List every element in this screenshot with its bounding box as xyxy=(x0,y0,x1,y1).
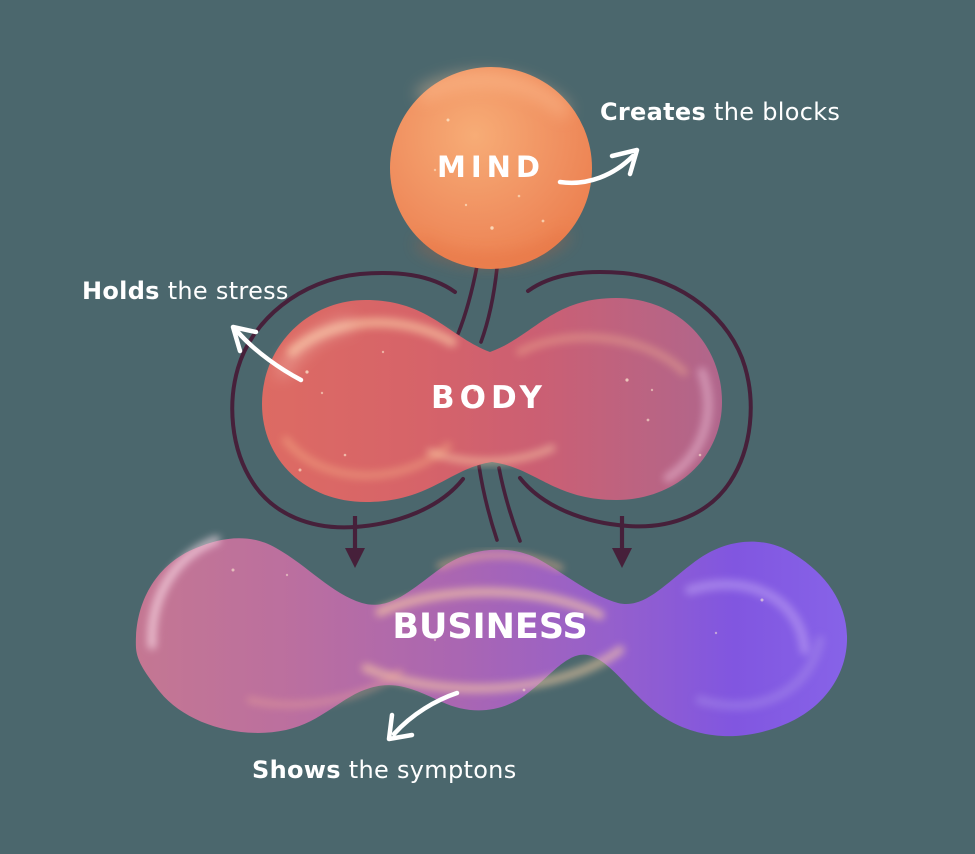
annotation-holds-rest: the stress xyxy=(159,277,289,305)
annotation-holds-the-stress: Holds the stress xyxy=(82,277,289,305)
business-speckles xyxy=(231,568,764,692)
body-outline xyxy=(230,270,753,530)
mind-node xyxy=(390,67,592,269)
body-node xyxy=(262,298,722,502)
body-speckles xyxy=(298,350,702,472)
mind-body-connector-line-2 xyxy=(479,266,499,344)
flow-arrows xyxy=(345,516,632,568)
business-label: BUSINESS xyxy=(392,607,588,647)
mind-bottom-shade xyxy=(417,231,569,266)
annotation-shows-bold: Shows xyxy=(252,756,341,784)
body-business-connector-line-1 xyxy=(477,464,499,542)
business-node xyxy=(135,535,848,737)
mind-body-connector xyxy=(456,264,499,344)
business-highlights xyxy=(147,535,825,710)
business-blob xyxy=(135,538,848,737)
body-business-connector-line-2 xyxy=(497,466,522,543)
body-blob xyxy=(262,298,722,502)
body-highlights xyxy=(276,317,713,483)
annotation-holds-bold: Holds xyxy=(82,277,160,305)
body-label: BODY xyxy=(431,380,547,416)
annotation-creates-bold: Creates xyxy=(600,98,707,126)
body-outline-right xyxy=(518,270,753,529)
creates-arrow xyxy=(557,147,640,186)
annotation-shows-rest: the symptons xyxy=(340,756,517,784)
flow-arrow-left-head xyxy=(345,548,365,568)
mind-label: MIND xyxy=(437,150,545,184)
annotation-creates-the-blocks: Creates the blocks xyxy=(600,98,840,126)
mind-body-connector-line-1 xyxy=(456,264,479,336)
annotation-creates-rest: the blocks xyxy=(706,98,841,126)
shows-arrow xyxy=(386,690,460,742)
holds-arrow xyxy=(230,324,304,383)
mind-top-highlight xyxy=(417,73,570,117)
annotation-shows-the-symptons: Shows the symptons xyxy=(252,756,517,784)
mind-speckles xyxy=(433,118,545,230)
flow-arrow-right-head xyxy=(612,548,632,568)
mind-circle xyxy=(390,67,592,269)
annotation-arrows xyxy=(230,147,640,742)
body-business-connector xyxy=(477,464,522,543)
body-outline-left xyxy=(230,271,465,530)
